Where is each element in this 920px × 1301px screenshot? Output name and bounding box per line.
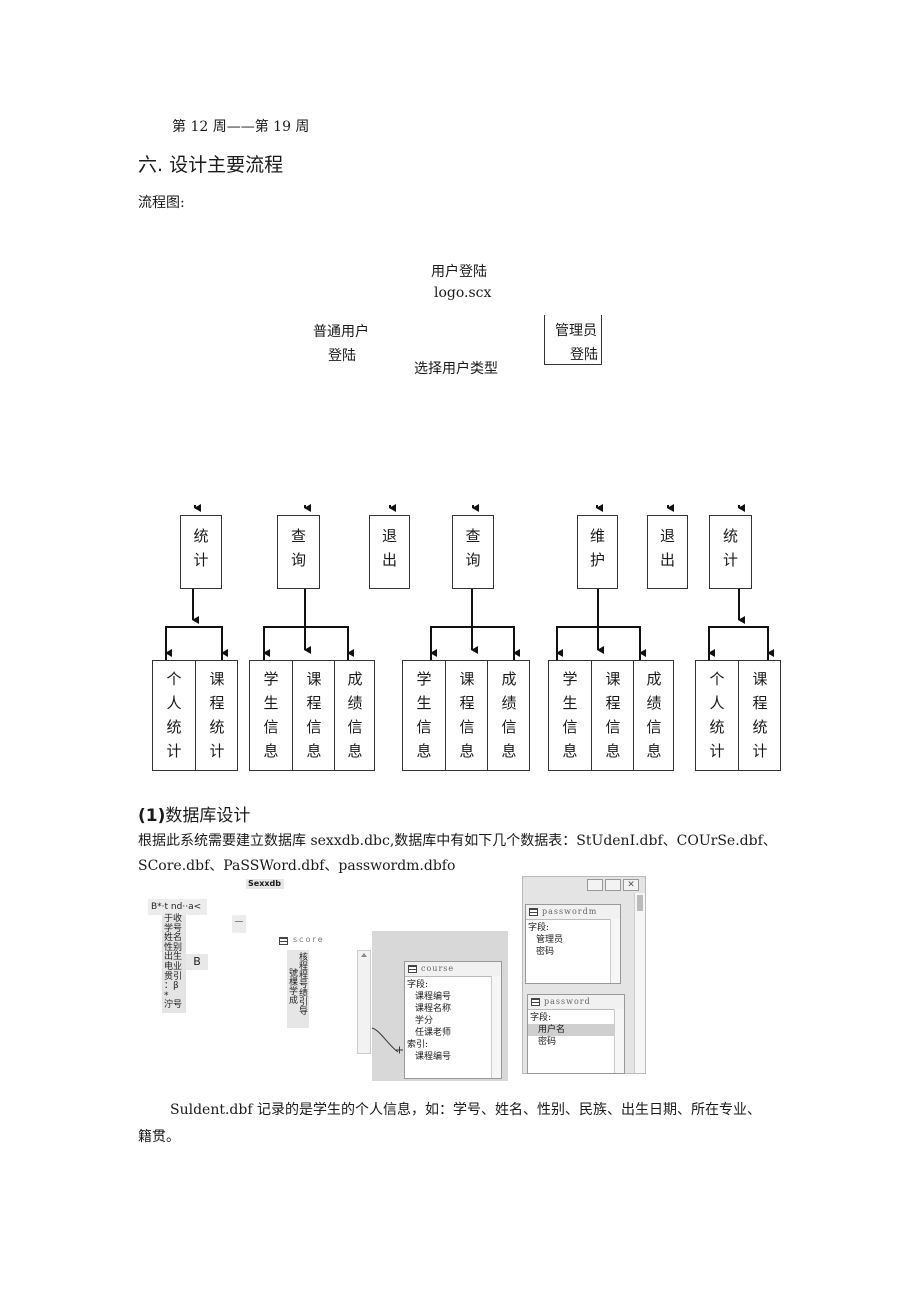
leaf-score-info: 成 绩 信 息: [334, 661, 375, 770]
small-scroll-stub: [232, 915, 246, 933]
course-field-teacher[interactable]: 任课老师: [415, 1028, 452, 1038]
passwordm-scrollbar[interactable]: [610, 919, 620, 983]
menu-box-exit-2: 退 出: [647, 515, 688, 589]
leaf-group-query-2: 学 生 信 息 课 程 信 息 成 绩 信 息: [402, 660, 530, 771]
course-scrollbar[interactable]: [491, 976, 501, 1078]
student-field: ：β: [164, 981, 179, 992]
course-table-title: course: [421, 964, 455, 973]
leaf-personal-statistics: 个 人 统 计: [166, 670, 182, 760]
admin-line2: 登陆: [570, 347, 598, 363]
leaf-personal-statistics: 个 人 统 计: [709, 670, 725, 760]
student-field: 姓名: [164, 933, 183, 944]
menu-box-exit-1: 退 出: [369, 515, 410, 589]
student-field: 学号: [164, 923, 183, 934]
course-field-credit[interactable]: 学分: [415, 1016, 434, 1026]
stray-letter: B: [186, 954, 208, 970]
leaf-group-query-1: 学 生 信 息 课 程 信 息 成 绩 信 息: [249, 660, 375, 771]
student-field: 出生: [164, 952, 183, 963]
leaf-student-info: 学 生 信 息: [263, 670, 279, 760]
score-table-fields: 核程程号绩引导 號棵学成: [287, 950, 309, 1028]
menu-box-statistics-1: 统 计: [180, 515, 222, 589]
canvas-scrollbar[interactable]: [357, 950, 371, 1054]
password-field-password[interactable]: 密码: [538, 1037, 557, 1047]
menu-box-query-1: 查 询: [277, 515, 320, 589]
db-heading: (1)数据库设计: [138, 801, 250, 826]
passwordm-fields-header: 字段:: [528, 923, 550, 933]
choose-user-type: 选择用户类型: [414, 361, 498, 377]
login-title: 用户登陆: [431, 264, 487, 280]
passwordm-field-password[interactable]: 密码: [536, 947, 555, 957]
score-table-title: score: [279, 935, 329, 947]
course-field-name[interactable]: 课程名称: [415, 1004, 452, 1014]
close-icon[interactable]: ✕: [623, 879, 639, 891]
student-table-fields: 于收学号姓名性别出生电业贯引：β*泞号: [162, 914, 186, 1013]
menu-box-query-2: 查 询: [452, 515, 494, 589]
db-title-bar: Sexxdb: [246, 879, 284, 889]
leaf-score-info: 成 绩 信 息: [633, 661, 674, 770]
admin-line1: 管理员: [555, 323, 597, 339]
course-fields-header: 字段:: [407, 980, 429, 990]
section-heading: 六. 设计主要流程: [138, 154, 284, 176]
student-table-desc-line1: Suldent.dbf 记录的是学生的个人信息，如：学号、姓名、性别、民族、出生…: [170, 1102, 761, 1118]
password-table-title: password: [544, 997, 591, 1006]
leaf-course-statistics: 课 程 统 计: [738, 661, 781, 770]
leaf-course-info: 课 程 信 息: [292, 661, 335, 770]
table-icon: [531, 998, 540, 1006]
leaf-group-statistics-2: 个 人 统 计 课 程 统 计: [695, 660, 781, 771]
leaf-score-info: 成 绩 信 息: [487, 661, 530, 770]
table-icon: [408, 965, 417, 973]
course-index-header: 索引:: [407, 1040, 429, 1050]
passwordm-table-window[interactable]: passwordm 字段: 管理员 密码: [525, 904, 621, 984]
leaf-course-info: 课 程 信 息: [591, 661, 634, 770]
menu-box-statistics-2: 统 计: [709, 515, 752, 589]
leaf-course-statistics: 课 程 统 计: [195, 661, 238, 770]
normal-user-line2: 登陆: [328, 348, 356, 364]
db-paragraph-line1: 根据此系统需要建立数据库 sexxdb.dbc,数据库中有如下几个数据表：StU…: [138, 833, 777, 849]
window-controls: ✕: [587, 879, 641, 892]
password-table-window[interactable]: password 字段: 用户名 密码: [527, 994, 625, 1074]
password-field-username[interactable]: 用户名: [528, 1024, 624, 1036]
leaf-group-statistics-1: 个 人 统 计 课 程 统 计: [152, 660, 238, 771]
db-heading-text: 数据库设计: [165, 806, 251, 826]
student-field: 性别: [164, 942, 183, 953]
course-index-id[interactable]: 课程编号: [415, 1052, 452, 1062]
leaf-student-info: 学 生 信 息: [562, 670, 578, 760]
course-field-id[interactable]: 课程编号: [415, 992, 452, 1002]
leaf-course-info: 课 程 信 息: [445, 661, 488, 770]
student-table-desc-line2: 籍贯。: [138, 1129, 180, 1145]
db-paragraph-line2: SCore.dbf、PaSSWord.dbf、passwordm.dbfo: [138, 858, 456, 874]
login-form-name: logo.scx: [434, 285, 492, 301]
window-scrollbar[interactable]: [634, 893, 645, 1073]
student-field: *: [164, 990, 169, 1001]
db-heading-number: (1): [138, 806, 166, 826]
minimize-icon[interactable]: [587, 879, 603, 891]
menu-box-maintain: 维 护: [577, 515, 618, 589]
password-scrollbar[interactable]: [614, 1009, 624, 1073]
student-field: 于收: [164, 914, 183, 924]
table-icon: [529, 908, 538, 916]
normal-user-line1: 普通用户: [313, 324, 369, 340]
passwordm-field-admin[interactable]: 管理员: [536, 935, 564, 945]
passwordm-table-title: passwordm: [542, 907, 598, 916]
course-table-window[interactable]: course 字段: 课程编号 课程名称 学分 任课老师 索引: 课程编号: [404, 961, 502, 1079]
admin-login-box: 管理员 登陆: [544, 315, 602, 365]
student-field: 泞号: [164, 1000, 183, 1011]
password-fields-header: 字段:: [530, 1013, 552, 1023]
table-icon: [279, 937, 288, 945]
student-field: 贯引: [164, 971, 183, 982]
week-range: 第 12 周——第 19 周: [172, 119, 310, 135]
flowchart-label: 流程图:: [138, 195, 185, 211]
student-field: 电业: [164, 961, 183, 972]
student-table-header: B*·t nd··a<: [148, 899, 207, 915]
maximize-icon[interactable]: [605, 879, 621, 891]
leaf-group-maintain: 学 生 信 息 课 程 信 息 成 绩 信 息: [548, 660, 674, 771]
leaf-student-info: 学 生 信 息: [416, 670, 432, 760]
